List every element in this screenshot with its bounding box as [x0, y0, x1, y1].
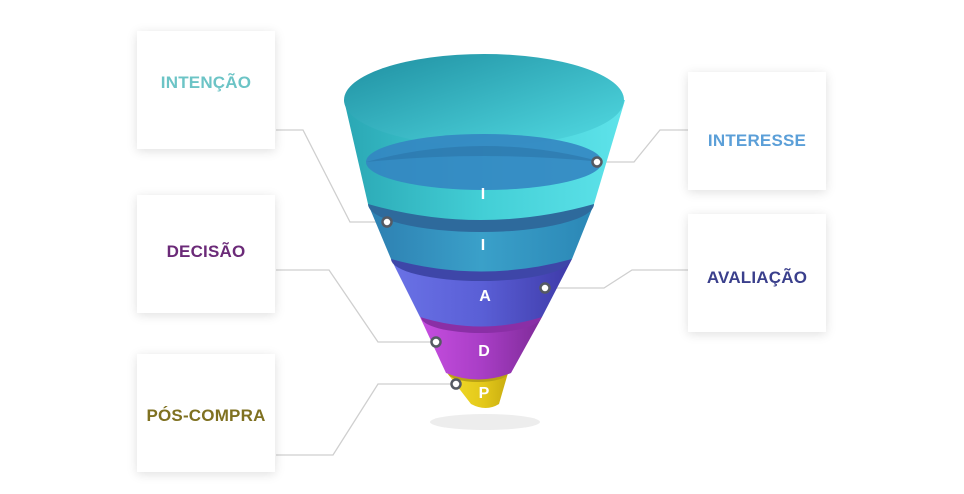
connector-interesse — [597, 129, 688, 163]
card-interesse: INTERESSE — [688, 72, 826, 190]
dot-interesse — [591, 156, 603, 168]
funnel-letter-i1: I — [481, 186, 485, 203]
card-poscompra: PÓS-COMPRA — [137, 354, 275, 472]
label-intencao: INTENÇÃO — [160, 73, 252, 92]
label-poscompra: PÓS-COMPRA — [146, 406, 266, 425]
card-decisao: DECISÃO — [137, 195, 275, 313]
card-intencao: INTENÇÃO — [137, 31, 275, 149]
dot-avaliacao — [539, 282, 551, 294]
funnel-letter-i2: I — [481, 237, 485, 254]
label-avaliacao: AVALIAÇÃO — [706, 268, 808, 287]
funnel-segment-i1 — [344, 54, 625, 220]
funnel-letter-d: D — [478, 343, 490, 360]
connector-poscompra — [276, 383, 456, 456]
connector-dots — [381, 156, 603, 390]
card-avaliacao: AVALIAÇÃO — [688, 214, 826, 332]
connector-intencao — [276, 129, 387, 223]
connector-decisao — [276, 269, 436, 343]
connector-avaliacao — [545, 269, 688, 289]
funnel-letter-p: P — [479, 385, 490, 402]
label-decisao: DECISÃO — [166, 242, 246, 261]
label-interesse: INTERESSE — [707, 131, 807, 150]
dot-poscompra — [450, 378, 462, 390]
dot-intencao — [381, 216, 393, 228]
dot-decisao — [430, 336, 442, 348]
connector-lines — [276, 129, 688, 456]
funnel-letter-a: A — [479, 288, 491, 305]
